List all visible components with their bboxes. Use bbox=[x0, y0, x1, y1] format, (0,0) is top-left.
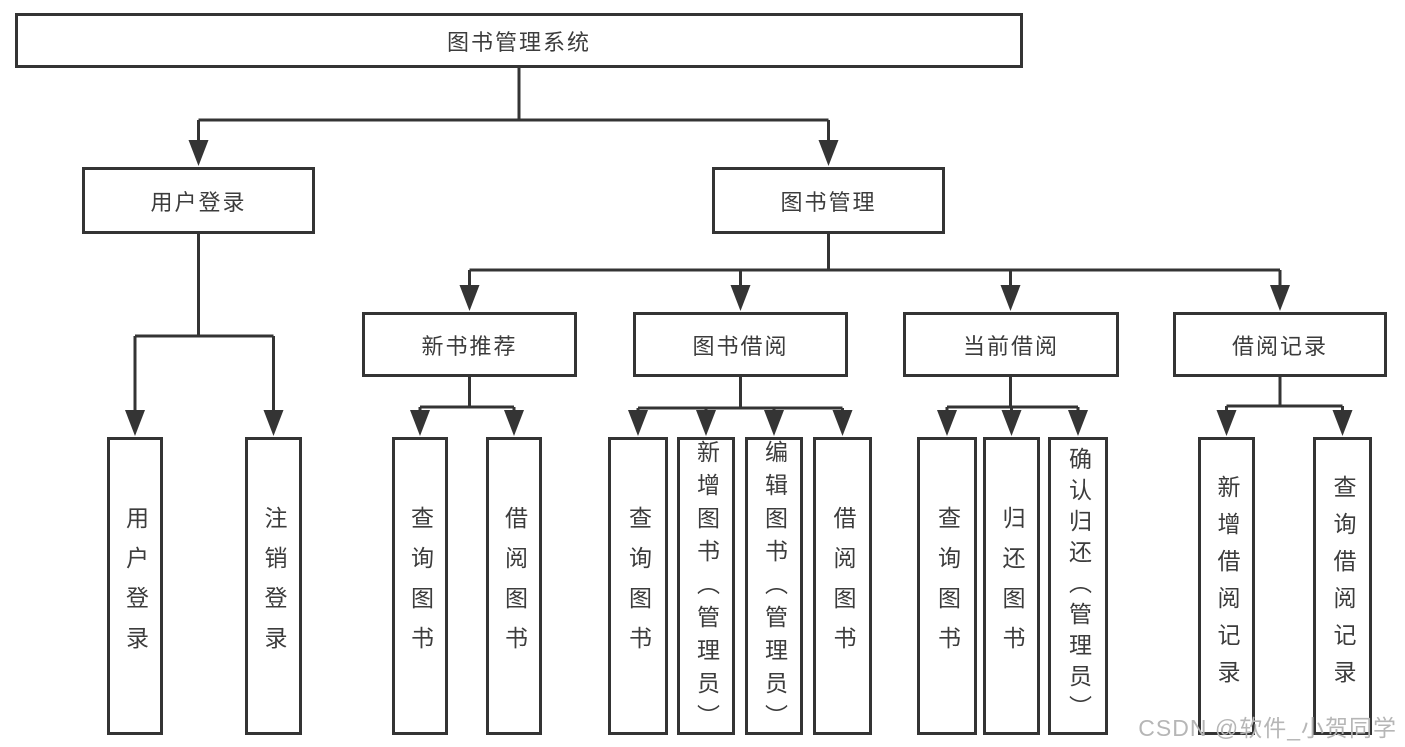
arrow-head bbox=[188, 140, 209, 166]
connector-line bbox=[636, 377, 844, 411]
arrow-head bbox=[1068, 410, 1088, 436]
connector-borrow-records-children bbox=[1216, 377, 1353, 436]
node-book-borrow: 图书借阅 bbox=[633, 312, 848, 377]
node-leaf-add-books-admin: 新增图书（管理员） bbox=[677, 437, 735, 737]
node-leaf-query-borrow-record: 查询借阅记录 bbox=[1313, 437, 1372, 735]
arrow-head bbox=[696, 410, 716, 436]
connector-user-login-children bbox=[125, 234, 284, 436]
arrow-head bbox=[818, 140, 839, 166]
connector-root-to-level2 bbox=[188, 68, 839, 166]
node-leaf-user-login: 用户登录 bbox=[107, 437, 163, 735]
arrow-head bbox=[504, 410, 524, 436]
connector-current-borrow-children bbox=[937, 377, 1088, 436]
arrow-head bbox=[459, 285, 480, 311]
node-label: 图书管理 bbox=[780, 189, 877, 215]
node-user-login: 用户登录 bbox=[82, 167, 315, 234]
node-label: 新增图书（管理员） bbox=[693, 440, 720, 737]
node-leaf-confirm-return-admin: 确认归还（管理员） bbox=[1048, 437, 1108, 735]
node-library-management-system: 图书管理系统 bbox=[15, 13, 1023, 68]
node-label: 新书推荐 bbox=[421, 333, 518, 359]
node-label: 当前借阅 bbox=[962, 333, 1059, 359]
connector-line bbox=[1225, 377, 1344, 411]
node-label: 注销登录 bbox=[261, 506, 287, 666]
node-label: 查询借阅记录 bbox=[1330, 475, 1356, 697]
node-leaf-borrow-books-recommend: 借阅图书 bbox=[486, 437, 542, 735]
node-label: 图书管理系统 bbox=[446, 29, 591, 55]
connector-line bbox=[133, 234, 275, 411]
arrow-head bbox=[125, 410, 145, 436]
node-leaf-edit-books-admin: 编辑图书（管理员） bbox=[745, 437, 803, 737]
node-label: 图书借阅 bbox=[692, 333, 789, 359]
arrow-head bbox=[832, 410, 853, 436]
node-label: 编辑图书（管理员） bbox=[761, 440, 788, 737]
arrow-head bbox=[1001, 410, 1022, 436]
arrow-head bbox=[1216, 410, 1237, 436]
arrow-head bbox=[410, 410, 430, 436]
connector-book-borrow-children bbox=[628, 377, 853, 436]
node-label: 新增借阅记录 bbox=[1214, 475, 1240, 697]
connector-line bbox=[468, 234, 1282, 286]
node-label: 归还图书 bbox=[999, 506, 1025, 666]
arrow-head bbox=[1000, 285, 1021, 311]
arrow-head bbox=[937, 410, 957, 436]
arrow-head bbox=[628, 410, 648, 436]
arrow-head bbox=[764, 410, 784, 436]
node-label: 查询图书 bbox=[407, 506, 434, 666]
node-leaf-query-books-current: 查询图书 bbox=[917, 437, 977, 735]
node-leaf-query-books-recommend: 查询图书 bbox=[392, 437, 448, 735]
node-leaf-add-borrow-record: 新增借阅记录 bbox=[1198, 437, 1255, 735]
arrow-head bbox=[1332, 410, 1353, 436]
node-label: 借阅图书 bbox=[830, 506, 856, 666]
node-borrow-records: 借阅记录 bbox=[1173, 312, 1387, 377]
node-book-management: 图书管理 bbox=[712, 167, 945, 234]
node-label: 借阅图书 bbox=[501, 506, 528, 666]
node-leaf-logout: 注销登录 bbox=[245, 437, 302, 735]
node-label: 借阅记录 bbox=[1231, 333, 1328, 359]
arrow-head bbox=[1270, 285, 1290, 311]
connector-line bbox=[945, 377, 1080, 411]
node-leaf-borrow-books: 借阅图书 bbox=[813, 437, 872, 735]
node-label: 查询图书 bbox=[934, 506, 961, 666]
connector-line bbox=[418, 377, 516, 411]
connector-new-book-recommend-children bbox=[410, 377, 524, 436]
csdn-watermark: CSDN @软件_小贺同学 bbox=[1138, 715, 1397, 741]
node-leaf-return-books: 归还图书 bbox=[983, 437, 1040, 735]
node-label: 用户登录 bbox=[122, 506, 149, 666]
node-leaf-query-books-borrow: 查询图书 bbox=[608, 437, 668, 735]
arrow-head bbox=[263, 410, 284, 436]
arrow-head bbox=[730, 285, 751, 311]
node-label: 用户登录 bbox=[150, 189, 247, 215]
connector-book-management-children bbox=[459, 234, 1290, 311]
node-current-borrow: 当前借阅 bbox=[903, 312, 1119, 377]
connector-line bbox=[197, 68, 830, 141]
node-new-book-recommend: 新书推荐 bbox=[362, 312, 577, 377]
node-label: 查询图书 bbox=[625, 506, 652, 666]
node-label: 确认归还（管理员） bbox=[1065, 446, 1092, 726]
